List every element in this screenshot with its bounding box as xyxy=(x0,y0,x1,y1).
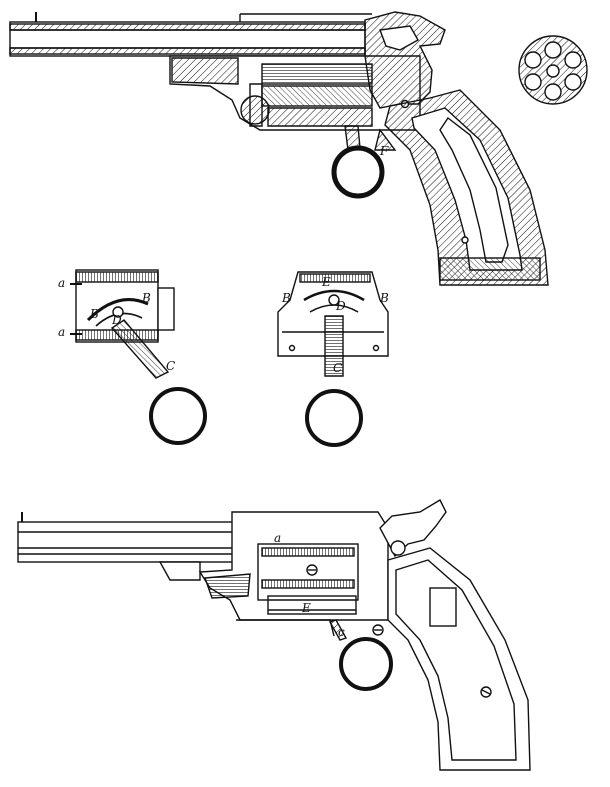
fig4-trigger-guard xyxy=(236,619,393,691)
fig2-label-B-right: B xyxy=(141,291,151,305)
figure-4-exterior-view xyxy=(17,499,531,771)
figure-1-sectional-view xyxy=(9,11,588,286)
fig1-label-F: F xyxy=(379,144,389,158)
figure-2-cylinder-detail xyxy=(70,269,207,445)
fig3-label-B-right: B xyxy=(379,291,389,305)
fig3-label-B-left: B xyxy=(281,291,291,305)
fig1-barrel xyxy=(9,12,372,57)
fig4-label-a: a xyxy=(274,531,281,545)
fig4-barrel xyxy=(17,512,237,581)
figure-3-front-detail xyxy=(277,271,389,447)
fig1-frame xyxy=(169,55,421,131)
fig2-label-B-left: B xyxy=(89,307,99,321)
fig2-label-C: C xyxy=(166,359,175,373)
fig3-label-C: C xyxy=(333,361,342,375)
fig2-label-a-bottom: a xyxy=(58,325,65,339)
fig4-grip xyxy=(372,547,531,771)
fig3-label-D: D xyxy=(335,299,346,313)
fig2-label-a-top: a xyxy=(58,276,65,290)
fig1-trigger-guard xyxy=(331,125,397,199)
fig4-label-E: E xyxy=(301,601,311,615)
fig4-label-c: c xyxy=(338,625,345,639)
fig1-hammer xyxy=(364,11,446,109)
fig2-label-D: D xyxy=(111,313,122,327)
fig1-cylinder-end-view xyxy=(518,35,588,105)
fig1-grip xyxy=(384,89,549,286)
fig4-frame xyxy=(198,511,389,621)
fig3-label-E: E xyxy=(321,275,331,289)
